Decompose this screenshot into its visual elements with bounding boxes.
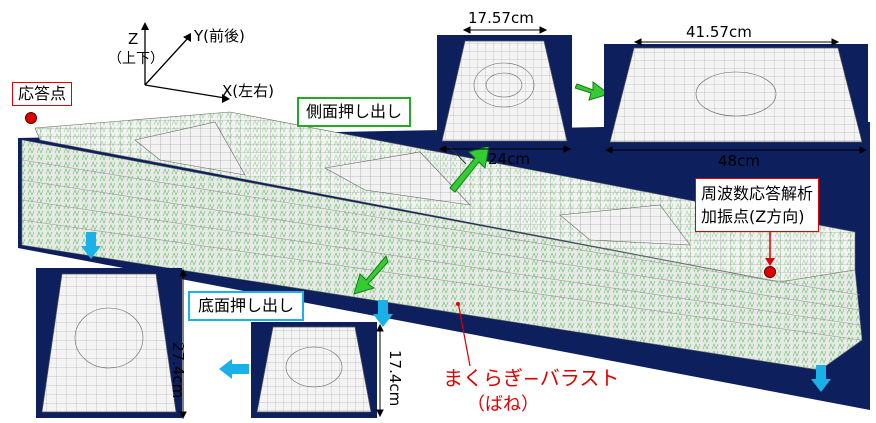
sleeper-ballast-label: まくらぎ−バラスト bbox=[443, 366, 620, 390]
green-arrow-bottom bbox=[353, 254, 389, 295]
freq-response-label: 周波数応答解析 加振点(Z方向) bbox=[695, 178, 820, 233]
response-point-dot bbox=[25, 112, 37, 124]
dim-height-small: 17.4cm bbox=[386, 350, 404, 407]
cyan-arrow-3 bbox=[811, 365, 831, 392]
axis-z-label: Z bbox=[128, 30, 139, 48]
dim-bottom-small: 24cm bbox=[488, 150, 530, 168]
freq-line1: 周波数応答解析 bbox=[701, 184, 814, 203]
axis-y-label: Y(前後) bbox=[194, 27, 245, 45]
dim-bottom-large: 48cm bbox=[718, 152, 760, 170]
side-extrusion-label: 側面押し出し bbox=[297, 97, 412, 127]
section-bottom-small bbox=[251, 322, 377, 418]
section-side-large bbox=[604, 44, 868, 148]
bottom-extrusion-label: 底面押し出し bbox=[188, 291, 305, 321]
dim-height-large: 27.4cm bbox=[169, 342, 187, 399]
green-arrow-right bbox=[575, 81, 611, 101]
spring-label: （ばね） bbox=[467, 394, 539, 415]
axis-triad bbox=[141, 22, 230, 103]
axis-z-desc: （上下） bbox=[108, 51, 164, 67]
excitation-point-dot bbox=[764, 266, 776, 278]
excitation-arrow bbox=[765, 232, 775, 266]
green-arrow-side bbox=[449, 145, 490, 193]
freq-line2: 加振点(Z方向) bbox=[701, 207, 805, 227]
section-bottom-large bbox=[36, 268, 182, 418]
dim-top-small: 17.57cm bbox=[468, 9, 534, 27]
cyan-arrow-2 bbox=[373, 300, 393, 327]
dim-top-large: 41.57cm bbox=[686, 23, 752, 41]
cyan-arrow-left bbox=[219, 359, 249, 379]
sleeper-leader bbox=[456, 301, 471, 367]
response-point-label: 応答点 bbox=[12, 82, 73, 106]
axis-x-label: X(左右) bbox=[222, 82, 274, 100]
section-side-small bbox=[437, 35, 572, 147]
cyan-arrow-1 bbox=[81, 232, 101, 259]
